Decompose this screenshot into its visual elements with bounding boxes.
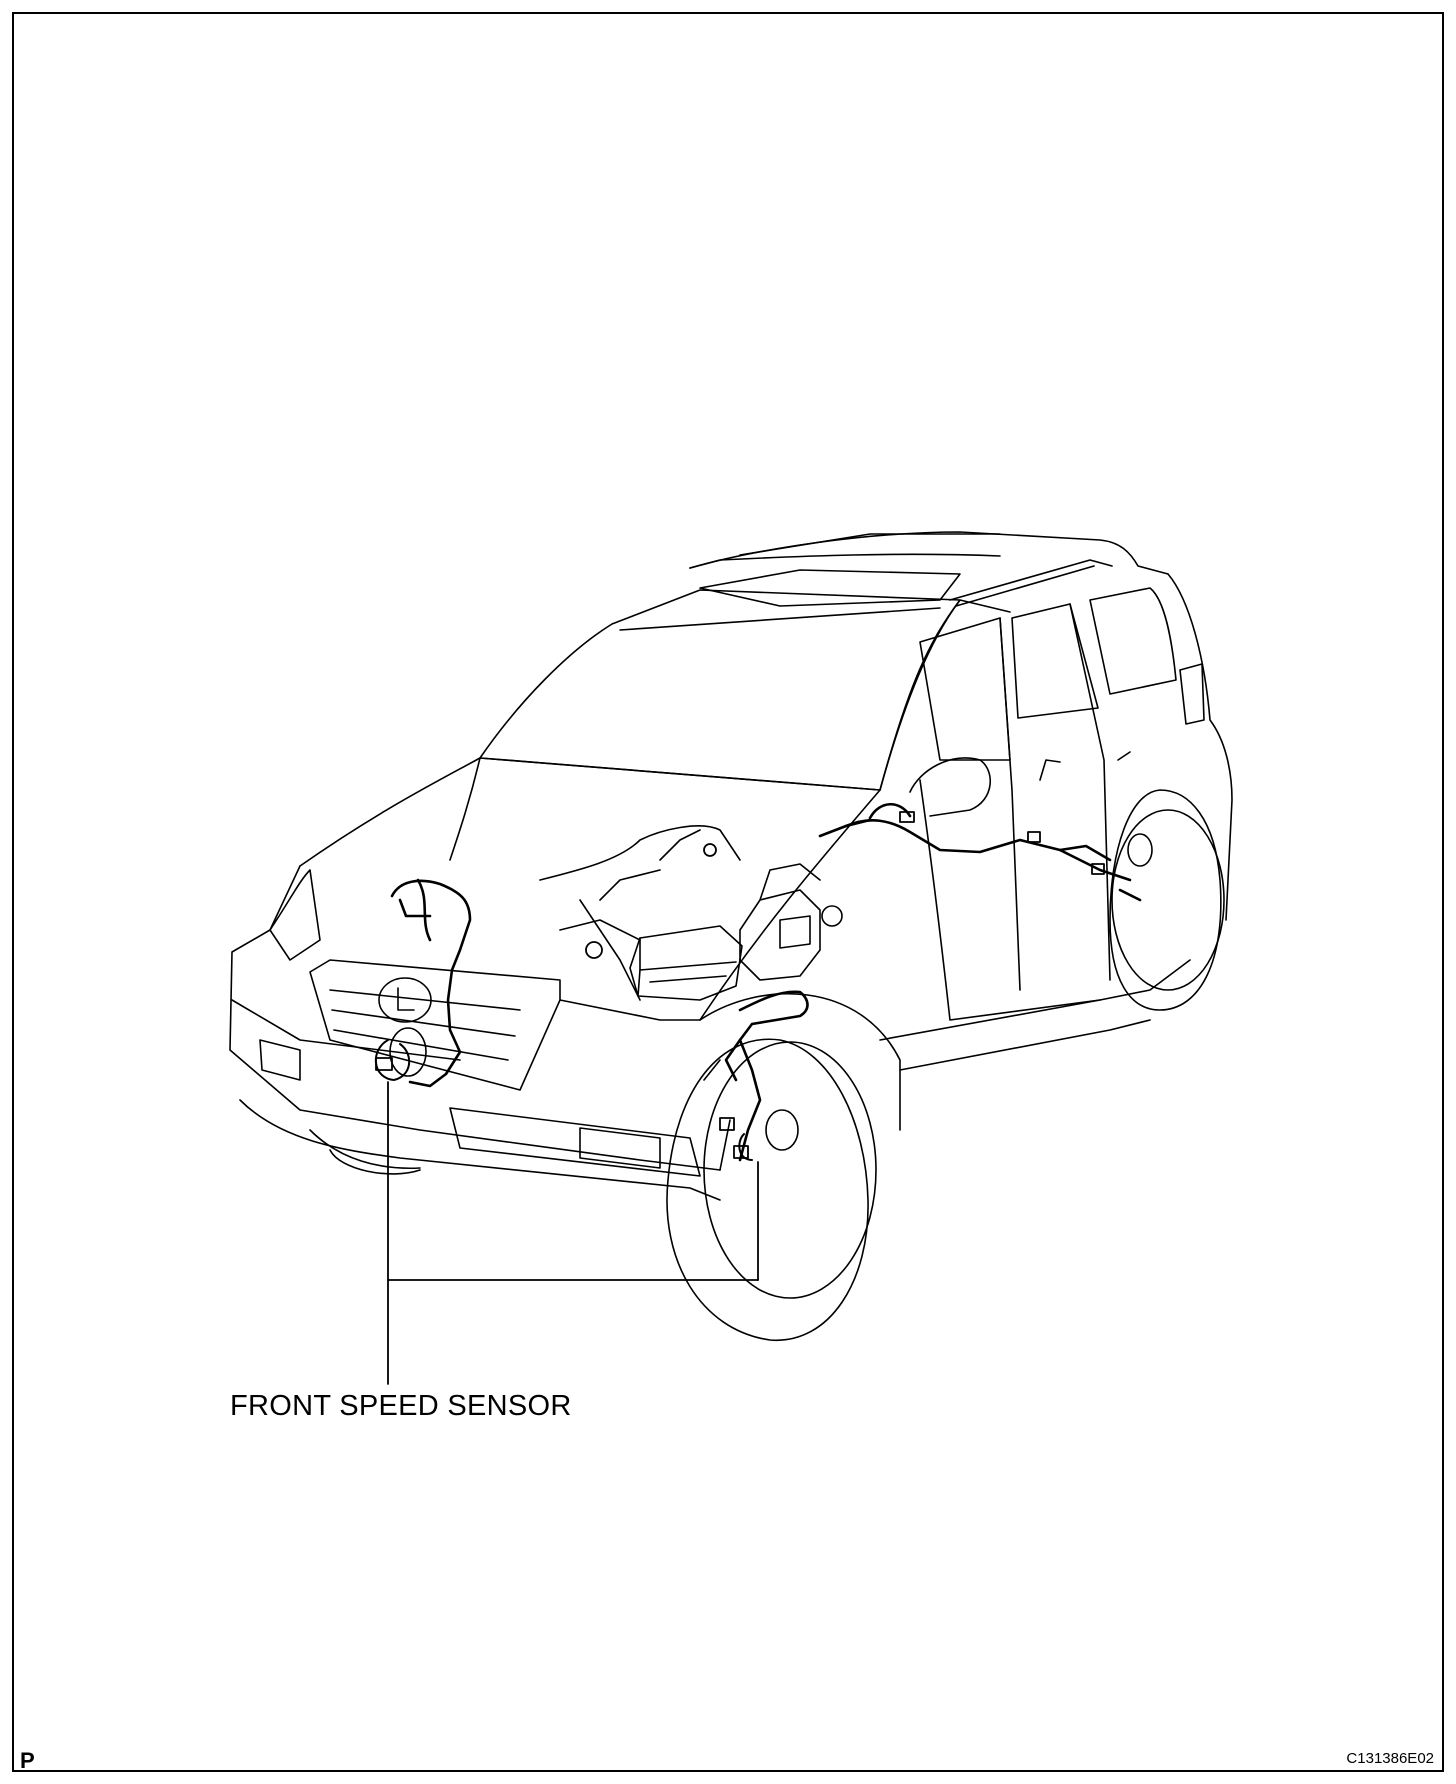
vehicle-body <box>229 531 1233 1201</box>
front-right-wheel <box>666 1038 877 1341</box>
battery <box>629 925 743 1001</box>
figure-code: C131386E02 <box>1346 1750 1434 1767</box>
abs-actuator <box>739 863 843 981</box>
corner-mark: P <box>20 1748 35 1773</box>
connectors <box>375 811 1105 1159</box>
rear-right-wheel <box>1109 789 1225 1011</box>
diagram-frame <box>12 12 1444 1772</box>
engine-bay <box>539 825 741 1001</box>
front-speed-sensor-left <box>374 1039 410 1081</box>
wire-harness <box>390 802 1142 1162</box>
front-left-wheel <box>329 1027 427 1175</box>
callout-label-front-speed-sensor: FRONT SPEED SENSOR <box>230 1390 572 1422</box>
front-speed-sensor-right <box>738 1133 753 1161</box>
callout-leader <box>387 1081 759 1385</box>
